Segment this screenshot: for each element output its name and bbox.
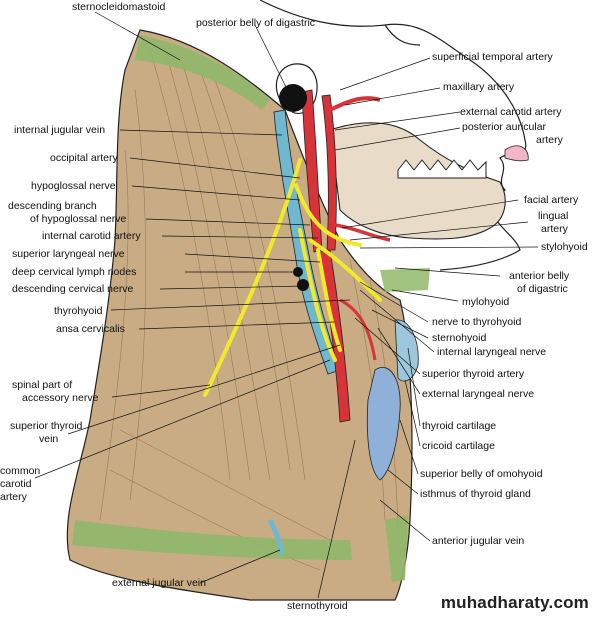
label-mylohyoid: mylohyoid [462,296,510,308]
label-facial-artery: facial artery [524,194,579,206]
label-ansa-cervicalis: ansa cervicalis [56,323,125,335]
label-external-laryngeal-nerve: external laryngeal nerve [422,388,535,400]
label-lingual-artery-1: lingual [538,210,569,222]
hyoid-tendon [380,268,430,292]
label-external-jugular-vein: external jugular vein [112,577,206,589]
label-thyrohyoid: thyrohyoid [54,305,103,317]
label-occipital-artery: occipital artery [50,152,118,164]
leader-lines [34,11,539,599]
internal-carotid-artery [301,89,323,253]
label-sternocleidomastoid: sternocleidomastoid [72,1,166,13]
label-anterior-jugular-vein: anterior jugular vein [432,535,525,547]
teeth [397,159,487,179]
neck-muscles [66,29,413,601]
label-superior-thyroid-artery: superior thyroid artery [422,368,525,380]
nerves [203,158,382,397]
label-anterior-belly-1: anterior belly [509,270,570,282]
label-stylohyoid: stylohyoid [541,241,588,253]
label-spinal-accessory-2: accessory nerve [22,392,99,404]
label-internal-carotid-artery: internal carotid artery [42,230,141,242]
mandible [329,122,506,240]
spinal-accessory-nerve [203,158,302,397]
label-descending-cervical-nerve: descending cervical nerve [12,283,134,295]
label-common-carotid-2: carotid [0,478,32,490]
label-posterior-auricular-1: posterior auricular [462,121,547,133]
label-common-carotid-3: artery [0,491,27,503]
lips [504,145,529,162]
label-superior-thyroid-vein-2: vein [39,433,59,445]
label-spinal-accessory-1: spinal part of [12,379,73,391]
label-cricoid-cartilage: cricoid cartilage [422,440,495,452]
label-nerve-to-thyrohyoid: nerve to thyrohyoid [432,316,522,328]
muscle-fibers [99,49,399,571]
label-thyroid-cartilage: thyroid cartilage [422,420,497,432]
maxillary-artery [329,96,381,112]
thyroid-gland [366,367,401,481]
label-descending-branch-2: of hypoglossal nerve [30,213,127,225]
watermark: muhadharaty.com [440,593,589,612]
label-lingual-artery-2: artery [541,223,568,235]
ansa-cervicalis [316,248,342,352]
descending-cervical-nerve [298,228,337,362]
label-superior-laryngeal-nerve: superior laryngeal nerve [12,248,125,260]
superior-thyroid-artery-vessel [339,298,377,361]
label-descending-branch-1: descending branch [8,200,97,212]
label-maxillary-artery: maxillary artery [443,81,515,93]
label-anterior-belly-2: of digastric [517,283,568,295]
label-external-carotid-artery: external carotid artery [460,106,562,118]
label-superior-thyroid-vein-1: superior thyroid [10,420,83,432]
label-hypoglossal-nerve: hypoglossal nerve [31,180,116,192]
label-internal-jugular-vein: internal jugular vein [14,124,106,136]
label-deep-cervical-lymph-nodes: deep cervical lymph nodes [12,266,137,278]
superior-laryngeal-nerve [308,238,382,302]
label-common-carotid-1: common [0,465,41,477]
mastoid-process [279,84,307,112]
external-jugular-vein-vessel [267,518,285,556]
hypoglossal-nerve [294,183,362,247]
label-posterior-auricular-2: artery [536,134,563,146]
label-superior-belly-omohyoid: superior belly of omohyoid [420,468,543,480]
label-sternohyoid: sternohyoid [432,332,487,344]
label-superficial-temporal-artery: superficial temporal artery [432,51,553,63]
facial-artery [334,223,391,242]
sternal-tendon [385,515,408,582]
label-sternothyroid: sternothyroid [287,600,348,612]
label-internal-laryngeal-nerve: internal laryngeal nerve [437,346,547,358]
label-posterior-belly-digastric: posterior belly of digastric [196,17,316,29]
thyroid-cartilage [394,319,419,382]
label-isthmus-thyroid: isthmus of thyroid gland [420,488,531,500]
